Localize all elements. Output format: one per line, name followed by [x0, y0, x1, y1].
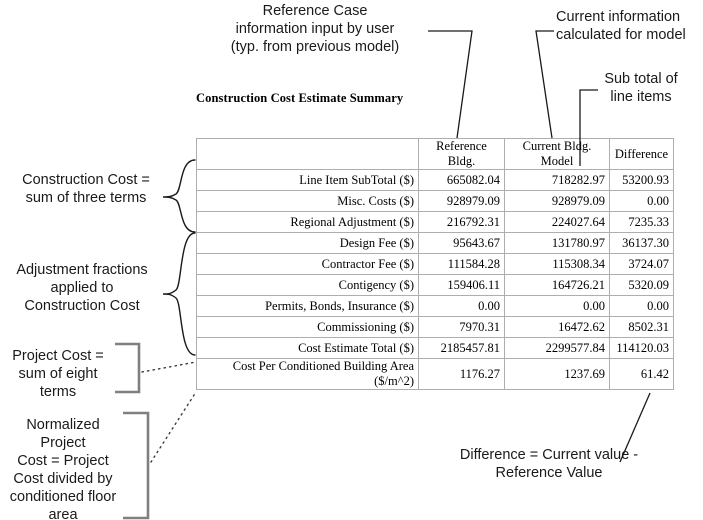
- table-row: Contractor Fee ($) 111584.28 115308.34 3…: [196, 253, 674, 275]
- brace-construction-cost: [162, 159, 196, 233]
- row-difference-value: 53200.93: [609, 169, 674, 191]
- row-reference-value: 95643.67: [418, 232, 505, 254]
- table-header-row: Reference Bldg. Current Bldg. Model Diff…: [196, 138, 674, 170]
- cost-estimate-table: Reference Bldg. Current Bldg. Model Diff…: [196, 138, 674, 390]
- bracket-project-cost: [115, 342, 141, 394]
- col-header-difference: Difference: [609, 138, 674, 170]
- dotted-leader-project-cost: [141, 361, 197, 373]
- row-label: Design Fee ($): [196, 232, 419, 254]
- row-label: Contractor Fee ($): [196, 253, 419, 275]
- cost-estimate-table-wrap: Reference Bldg. Current Bldg. Model Diff…: [196, 138, 674, 390]
- row-reference-value: 0.00: [418, 295, 505, 317]
- annotation-construction-cost: Construction Cost = sum of three terms: [22, 172, 150, 206]
- annotation-sub-total: Sub total of line items: [604, 71, 678, 105]
- row-label: Regional Adjustment ($): [196, 211, 419, 233]
- row-current-value: 131780.97: [504, 232, 610, 254]
- row-difference-value: 5320.09: [609, 274, 674, 296]
- row-label: Cost Estimate Total ($): [196, 337, 419, 359]
- row-current-value: 1237.69: [504, 358, 610, 390]
- table-caption: Construction Cost Estimate Summary: [196, 91, 404, 105]
- row-label: Contigency ($): [196, 274, 419, 296]
- row-reference-value: 7970.31: [418, 316, 505, 338]
- table-row: Cost Estimate Total ($) 2185457.81 22995…: [196, 337, 674, 359]
- row-reference-value: 216792.31: [418, 211, 505, 233]
- row-reference-value: 111584.28: [418, 253, 505, 275]
- row-label: Cost Per Conditioned Building Area ($/m^…: [196, 358, 419, 390]
- leader-reference-case: [428, 30, 473, 139]
- row-difference-value: 3724.07: [609, 253, 674, 275]
- row-difference-value: 36137.30: [609, 232, 674, 254]
- row-difference-value: 61.42: [609, 358, 674, 390]
- row-difference-value: 7235.33: [609, 211, 674, 233]
- col-header-current: Current Bldg. Model: [504, 138, 610, 170]
- leader-current-information: [535, 30, 554, 139]
- table-row: Design Fee ($) 95643.67 131780.97 36137.…: [196, 232, 674, 254]
- row-current-value: 0.00: [504, 295, 610, 317]
- annotation-difference: Difference = Current value - Reference V…: [459, 447, 639, 481]
- dotted-leader-normalized-project-cost: [150, 391, 197, 463]
- row-reference-value: 2185457.81: [418, 337, 505, 359]
- row-difference-value: 0.00: [609, 190, 674, 212]
- row-label: Commissioning ($): [196, 316, 419, 338]
- row-label: Permits, Bonds, Insurance ($): [196, 295, 419, 317]
- row-label: Line Item SubTotal ($): [196, 169, 419, 191]
- table-row: Permits, Bonds, Insurance ($) 0.00 0.00 …: [196, 295, 674, 317]
- table-row: Regional Adjustment ($) 216792.31 224027…: [196, 211, 674, 233]
- table-row: Cost Per Conditioned Building Area ($/m^…: [196, 358, 674, 390]
- row-reference-value: 159406.11: [418, 274, 505, 296]
- table-row: Commissioning ($) 7970.31 16472.62 8502.…: [196, 316, 674, 338]
- brace-adjustment-fractions: [162, 232, 196, 356]
- table-row: Misc. Costs ($) 928979.09 928979.09 0.00: [196, 190, 674, 212]
- row-difference-value: 8502.31: [609, 316, 674, 338]
- annotation-reference-case: Reference Case information input by user…: [230, 3, 400, 55]
- table-row: Contigency ($) 159406.11 164726.21 5320.…: [196, 274, 674, 296]
- row-current-value: 16472.62: [504, 316, 610, 338]
- row-reference-value: 928979.09: [418, 190, 505, 212]
- annotation-project-cost: Project Cost = sum of eight terms: [12, 348, 104, 400]
- annotation-adjustment-fractions: Adjustment fractions applied to Construc…: [16, 262, 148, 314]
- annotation-normalized-project-cost: Normalized Project Cost = Project Cost d…: [9, 417, 117, 520]
- annotation-current-information: Current information calculated for model: [556, 9, 686, 43]
- row-reference-value: 665082.04: [418, 169, 505, 191]
- table-row: Line Item SubTotal ($) 665082.04 718282.…: [196, 169, 674, 191]
- row-label: Misc. Costs ($): [196, 190, 419, 212]
- row-difference-value: 0.00: [609, 295, 674, 317]
- row-reference-value: 1176.27: [418, 358, 505, 390]
- col-header-label: [196, 138, 419, 170]
- row-current-value: 164726.21: [504, 274, 610, 296]
- row-difference-value: 114120.03: [609, 337, 674, 359]
- row-current-value: 115308.34: [504, 253, 610, 275]
- row-current-value: 224027.64: [504, 211, 610, 233]
- row-current-value: 928979.09: [504, 190, 610, 212]
- row-current-value: 2299577.84: [504, 337, 610, 359]
- col-header-reference: Reference Bldg.: [418, 138, 505, 170]
- bracket-normalized-project-cost: [123, 411, 150, 520]
- row-current-value: 718282.97: [504, 169, 610, 191]
